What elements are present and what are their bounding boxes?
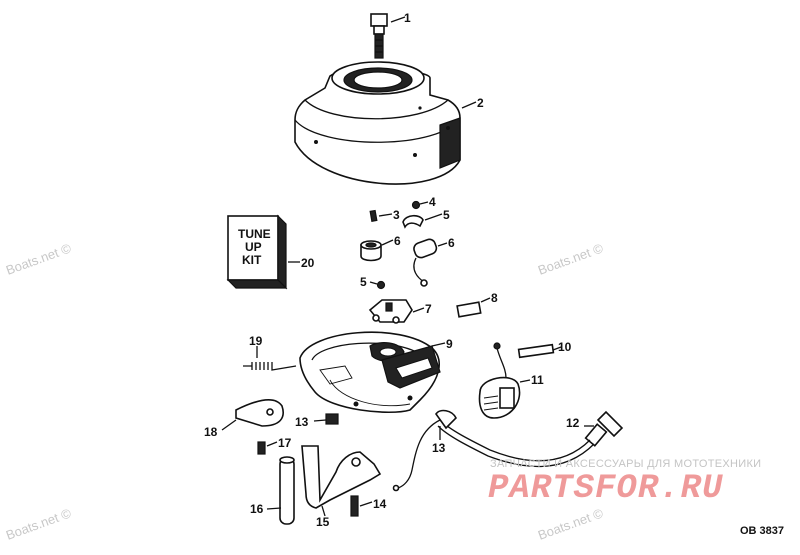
part-11-ignition-coil <box>478 342 521 419</box>
part-17-screw <box>257 441 266 455</box>
tune-up-label: KIT <box>242 253 262 267</box>
shop-tagline: ЗАПЧАСТИ И АКСЕССУАРЫ ДЛЯ МОТОТЕХНИКИ <box>490 458 762 470</box>
part-6-clip <box>402 214 424 229</box>
part-6-condenser <box>413 238 438 287</box>
callout-5: 4 <box>429 195 436 209</box>
callout-1: 1 <box>404 11 411 25</box>
part-7-breaker-points <box>368 299 413 324</box>
part-15-bracket <box>301 445 382 509</box>
part-5-screw <box>411 200 421 210</box>
part-8-felt-wick <box>456 301 482 318</box>
tune-up-label: UP <box>245 240 262 254</box>
watermark: Boats.net © <box>536 240 606 278</box>
callout-16: 16 <box>250 502 264 516</box>
drawing-code: OB 3837 <box>740 525 785 537</box>
part-2-flywheel <box>294 61 461 185</box>
callout-3: 3 <box>393 208 400 222</box>
callout-12: 12 <box>566 416 580 430</box>
part-13b-lead-wire <box>392 419 441 492</box>
tune-up-label: TUNE <box>238 227 271 241</box>
callout-17: 17 <box>278 436 292 450</box>
callout-7: 7 <box>425 302 432 316</box>
callout-14: 14 <box>373 497 387 511</box>
part-16-pin <box>279 456 295 525</box>
part-19-spring <box>243 362 297 371</box>
callout-11: 11 <box>531 373 544 387</box>
shop-logo: PARTSFOR.RU <box>488 470 724 508</box>
part-9-stator-plate <box>299 331 441 414</box>
part-4-cam <box>360 240 382 262</box>
part-10-sleeve <box>517 343 555 359</box>
watermark: Boats.net © <box>536 505 606 543</box>
callout-4: 6 <box>394 234 401 248</box>
callout-15: 15 <box>316 515 330 529</box>
callout-10: 10 <box>558 340 572 354</box>
part-20-tune-up-kit: TUNE UP KIT <box>226 214 288 290</box>
callout-8: 8 <box>491 291 498 305</box>
callout-18: 18 <box>204 425 218 439</box>
part-1-bolt <box>370 13 388 59</box>
part-12-spark-plug-lead <box>435 409 624 468</box>
part-3-key <box>369 209 378 222</box>
callout-6b: 6 <box>448 236 455 250</box>
callout-5b: 5 <box>360 275 367 289</box>
callout-13b: 13 <box>432 441 446 455</box>
callout-6: 5 <box>443 208 450 222</box>
part-14-screw <box>350 495 359 517</box>
callout-13: 13 <box>295 415 309 429</box>
part-13-clip <box>325 413 339 425</box>
part-5b-screw <box>376 280 386 290</box>
part-18-cover-plate <box>235 399 284 427</box>
callout-9: 9 <box>446 337 453 351</box>
callout-2: 2 <box>477 96 484 110</box>
watermark: Boats.net © <box>4 505 74 543</box>
callout-19: 19 <box>249 334 263 348</box>
callout-20: 20 <box>301 256 315 270</box>
watermark: Boats.net © <box>4 240 74 278</box>
